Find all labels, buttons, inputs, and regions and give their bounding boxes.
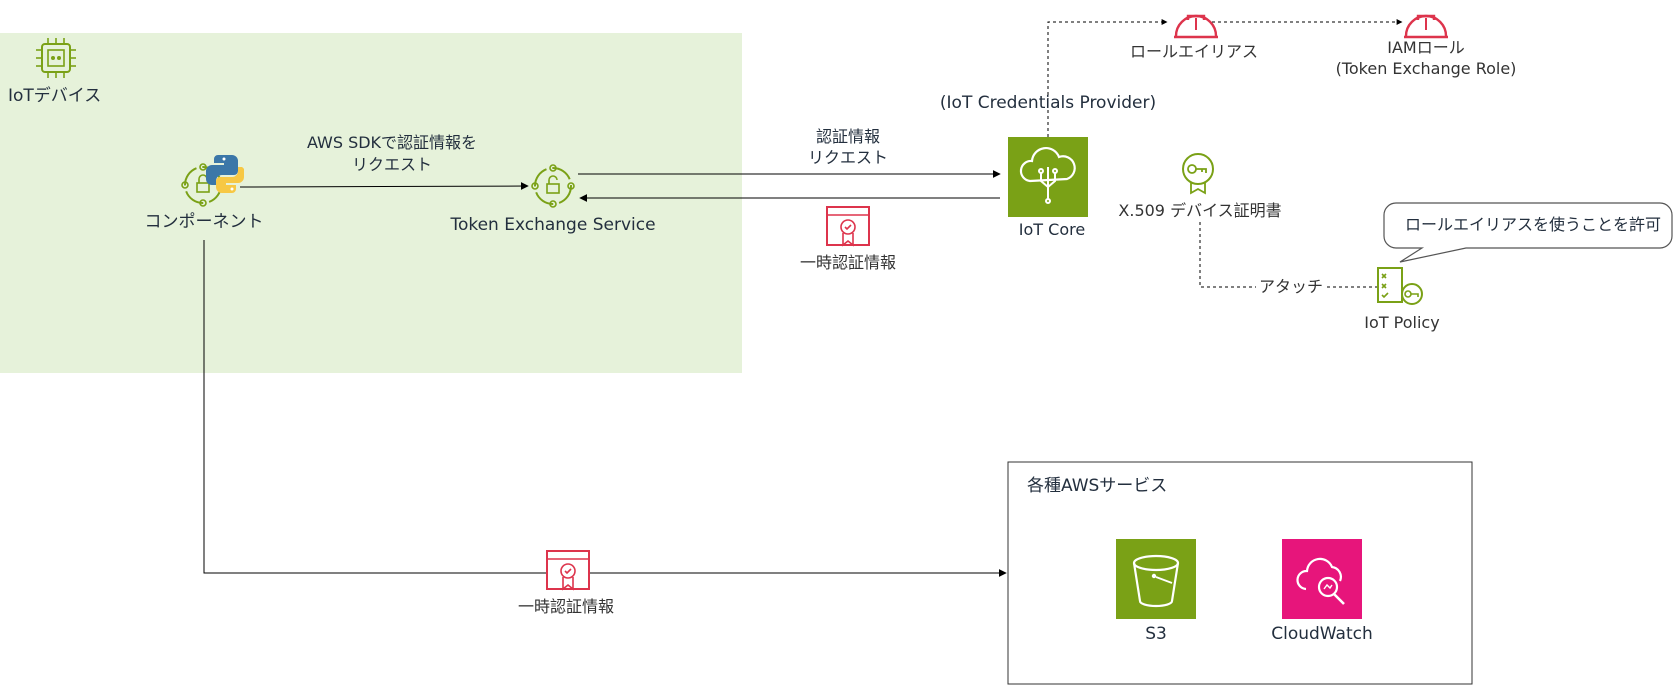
component-label: コンポーネント <box>144 212 264 232</box>
iam-role-label-line1: IAMロール <box>1387 38 1465 57</box>
iot-policy-icon <box>1377 267 1423 305</box>
sdk-request-label-line2: リクエスト <box>351 155 433 174</box>
iot-core-label: IoT Core <box>1018 220 1086 239</box>
attach-label: アタッチ <box>1256 277 1327 297</box>
cloudwatch-label: CloudWatch <box>1271 624 1373 644</box>
iam-role-label-line2: (Token Exchange Role) <box>1335 59 1517 78</box>
credentials-request-label-line2: リクエスト <box>807 148 889 167</box>
temp-credentials-bottom-label: 一時認証情報 <box>517 597 615 616</box>
service-access-arrow <box>203 240 1007 577</box>
iot-core-icon <box>1008 137 1088 217</box>
iam-role-hardhat-icon <box>1404 14 1448 39</box>
policy-callout-text: ロールエイリアスを使うことを許可 <box>1405 215 1662 234</box>
python-logo-icon <box>206 155 244 193</box>
iot-device-title: IoTデバイス <box>8 86 102 106</box>
iot-credentials-provider-label: (IoT Credentials Provider) <box>939 93 1157 113</box>
iot-device-group <box>0 33 742 373</box>
sdk-request-label-line1: AWS SDKで認証情報を <box>306 133 478 152</box>
role-alias-hardhat-icon <box>1174 14 1218 39</box>
iot-device-chip-icon <box>36 38 76 78</box>
temp-credentials-label: 一時認証情報 <box>799 253 897 272</box>
temp-credentials-bottom-certificate-icon <box>546 550 590 591</box>
x509-certificate-label: X.509 デバイス証明書 <box>1118 201 1282 220</box>
policy-callout-bubble <box>1383 202 1673 263</box>
s3-bucket-icon <box>1116 539 1196 619</box>
sdk-request-arrow <box>239 182 529 191</box>
iot-policy-label: IoT Policy <box>1364 313 1440 332</box>
cloudwatch-icon <box>1282 539 1362 619</box>
temp-credentials-certificate-icon <box>826 206 870 247</box>
credentials-request-label-line1: 認証情報 <box>815 127 881 146</box>
x509-certificate-icon <box>1182 153 1214 195</box>
aws-services-title: 各種AWSサービス <box>1027 476 1168 496</box>
role-alias-label: ロールエイリアス <box>1129 42 1259 61</box>
s3-label: S3 <box>1145 624 1167 644</box>
aws-services-group <box>1007 461 1473 685</box>
token-exchange-service-label: Token Exchange Service <box>450 215 656 235</box>
token-exchange-service-icon <box>531 164 575 208</box>
role-alias-link <box>1047 19 1168 137</box>
